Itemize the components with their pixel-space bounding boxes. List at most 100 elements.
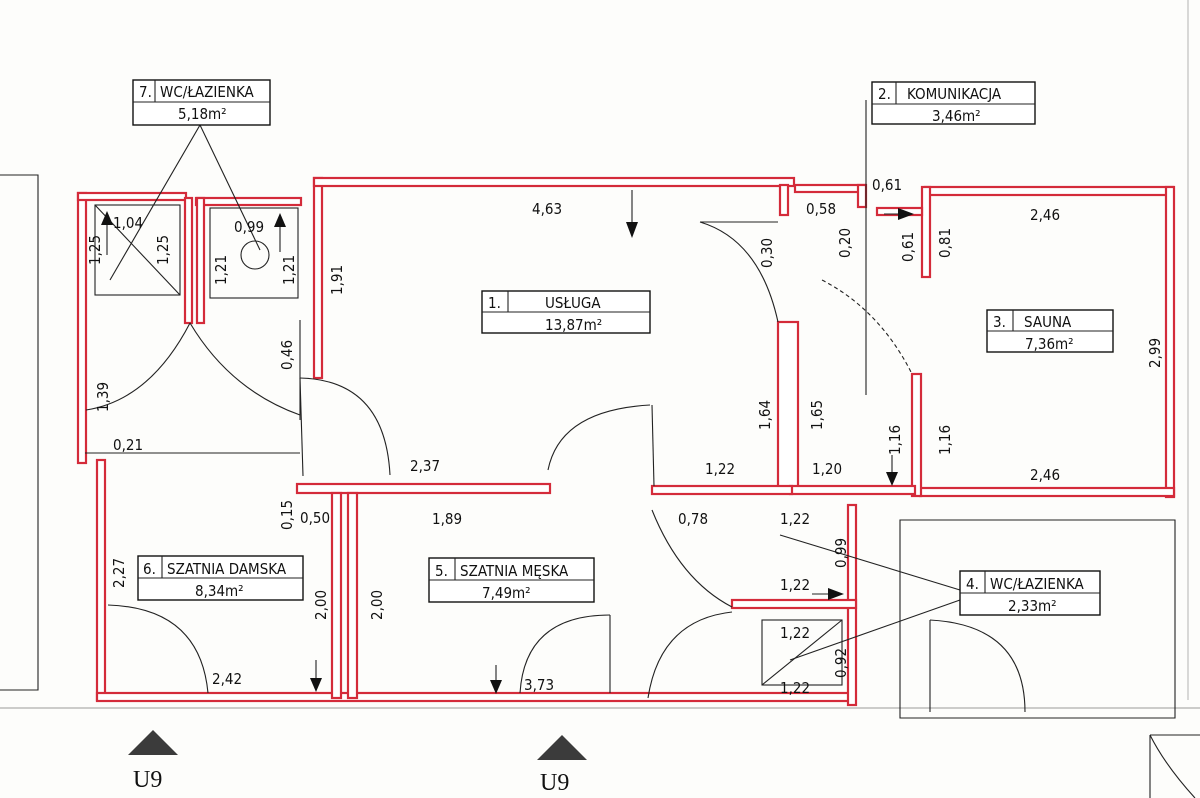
dim-2-37: 2,37 <box>410 457 440 475</box>
entrance-right-label: U9 <box>540 770 569 796</box>
dim-1-39: 1,39 <box>94 382 112 412</box>
room-6-name: SZATNIA DAMSKA <box>167 560 287 578</box>
dim-1-22-mid: 1,22 <box>705 460 735 478</box>
wall-wc7-partition <box>183 196 194 325</box>
room-3-area: 7,36m² <box>1025 335 1074 353</box>
dim-0-99: 0,99 <box>234 218 264 236</box>
wall-bottom <box>95 691 854 703</box>
wall-komunikacja-top <box>793 183 867 194</box>
dim-1-25a: 1,25 <box>86 235 104 265</box>
room-7-number: 7. <box>139 83 152 101</box>
entrance-left: U9 <box>128 730 178 793</box>
wall-sauna-left-top <box>920 185 932 279</box>
wall-room5-left <box>346 491 359 700</box>
wall-komunikacja-left <box>778 183 790 217</box>
wall-mid-pillar <box>776 320 800 494</box>
dim-0-21: 0,21 <box>113 436 143 454</box>
entrance-right: U9 <box>537 735 587 796</box>
room-5-label: 5. SZATNIA MĘSKA 7,49m² <box>428 557 595 603</box>
dim-0-81: 0,81 <box>936 228 954 258</box>
dim-0-61b: 0,61 <box>899 232 917 262</box>
room-1-area: 13,87m² <box>545 316 602 334</box>
room-4-area: 2,33m² <box>1008 597 1057 615</box>
room-2-area: 3,46m² <box>932 107 981 125</box>
room-5-area: 7,49m² <box>482 584 531 602</box>
room-5-number: 5. <box>435 562 448 580</box>
wall-usluga-left <box>312 176 324 380</box>
room-7-area: 5,18m² <box>178 105 227 123</box>
room-2-label: 2. KOMUNIKACJA 3,46m² <box>871 81 1036 125</box>
wall-komunikacja-nub <box>856 183 868 209</box>
dim-1-89: 1,89 <box>432 510 462 528</box>
dim-2-46-bot: 2,46 <box>1030 466 1060 484</box>
dim-0-15: 0,15 <box>278 500 296 530</box>
wall-mid-bottom-right <box>788 484 917 496</box>
walls <box>76 176 1176 707</box>
wall-sauna-top <box>923 185 1175 197</box>
wall-sauna-bottom <box>918 486 1176 498</box>
dim-1-21b: 1,21 <box>280 255 298 285</box>
wall-wc7-top-b <box>194 196 303 207</box>
dim-0-50: 0,50 <box>300 509 330 527</box>
dim-1-20: 1,20 <box>812 460 842 478</box>
room-1-name: USŁUGA <box>545 294 601 312</box>
dim-2-00a: 2,00 <box>312 590 330 620</box>
room-1-label: 1. USŁUGA 13,87m² <box>481 290 651 334</box>
room-3-name: SAUNA <box>1024 313 1072 331</box>
room-4-label: 4. WC/ŁAZIENKA 2,33m² <box>959 570 1101 616</box>
dim-0-30: 0,30 <box>758 238 776 268</box>
wc7-fixtures <box>85 204 301 454</box>
dim-1-22-d: 1,22 <box>780 679 810 697</box>
room-2-number: 2. <box>878 85 891 103</box>
room-7-name: WC/ŁAZIENKA <box>160 83 255 101</box>
room-2-name: KOMUNIKACJA <box>907 85 1002 103</box>
dim-0-58: 0,58 <box>806 200 836 218</box>
dim-0-61: 0,61 <box>872 176 902 194</box>
wall-usluga-top <box>312 176 796 188</box>
dim-1-16a: 1,16 <box>886 425 904 455</box>
dim-3-73: 3,73 <box>524 676 554 694</box>
dim-2-46-top: 2,46 <box>1030 206 1060 224</box>
room-6-label: 6. SZATNIA DAMSKA 8,34m² <box>137 555 304 601</box>
wall-left-lower <box>95 458 107 702</box>
wall-mid-bottom-left <box>650 484 794 496</box>
dim-1-65: 1,65 <box>808 400 826 430</box>
leader-lines <box>109 100 961 661</box>
dim-2-42: 2,42 <box>212 670 242 688</box>
dim-1-22-c: 1,22 <box>780 624 810 642</box>
wall-left-outer <box>76 191 88 465</box>
room-7-label: 7. WC/ŁAZIENKA 5,18m² <box>132 79 271 126</box>
dimension-labels: 4,63 0,58 0,61 2,46 1,04 0,99 0,21 2,37 … <box>113 176 1060 697</box>
dim-1-64: 1,64 <box>756 400 774 430</box>
room-4-name: WC/ŁAZIENKA <box>990 575 1085 593</box>
dim-0-92: 0,92 <box>832 648 850 678</box>
dim-1-22-a: 1,22 <box>780 510 810 528</box>
doors <box>107 221 1026 713</box>
dim-4-63: 4,63 <box>532 200 562 218</box>
wall-room1-bottom <box>295 482 552 495</box>
dim-2-27: 2,27 <box>110 558 128 588</box>
wall-wc4-divider <box>730 598 858 610</box>
dim-1-16b: 1,16 <box>936 425 954 455</box>
dimension-labels-vertical: 1,25 1,25 1,21 1,21 1,91 0,46 1,39 0,30 … <box>86 228 1164 678</box>
dim-0-46: 0,46 <box>278 340 296 370</box>
room-5-name: SZATNIA MĘSKA <box>460 562 569 580</box>
dim-0-99-b: 0,99 <box>832 538 850 568</box>
entrance-left-label: U9 <box>133 767 162 793</box>
dim-1-91: 1,91 <box>328 265 346 295</box>
dim-1-25b: 1,25 <box>154 235 172 265</box>
wall-sauna-right <box>1164 185 1176 499</box>
room-3-label: 3. SAUNA 7,36m² <box>986 309 1114 353</box>
wall-wc7-right-a <box>195 196 206 325</box>
dim-0-20: 0,20 <box>836 228 854 258</box>
dim-1-22-b: 1,22 <box>780 576 810 594</box>
dim-0-78: 0,78 <box>678 510 708 528</box>
wall-room6-right <box>330 491 343 700</box>
room-3-number: 3. <box>993 313 1006 331</box>
wall-wc7-top-a <box>76 191 188 202</box>
wall-sauna-left-bot <box>910 372 923 498</box>
dim-1-21a: 1,21 <box>212 255 230 285</box>
